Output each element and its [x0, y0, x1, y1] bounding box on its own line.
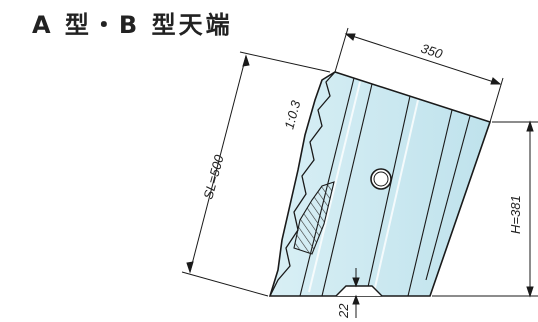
height-dimension: [432, 120, 538, 298]
bottom-notch: [335, 285, 383, 297]
surface-highlights: [308, 81, 419, 293]
height-label: H=381: [508, 195, 523, 234]
slope-ratio-label: 1:0.3: [281, 98, 303, 131]
notch-label: 22: [336, 303, 351, 319]
slope-length-dimension: [181, 51, 331, 297]
surface-stripes: [299, 77, 471, 297]
top-width-dimension: [334, 27, 504, 123]
top-width-label: 350: [419, 41, 445, 62]
hatched-section: [293, 181, 335, 255]
slope-length-label: SL=500: [200, 153, 226, 201]
diagram-title: A 型・B 型天端: [32, 11, 233, 39]
notch-dimension: [352, 268, 360, 318]
rough-face: [269, 71, 336, 297]
